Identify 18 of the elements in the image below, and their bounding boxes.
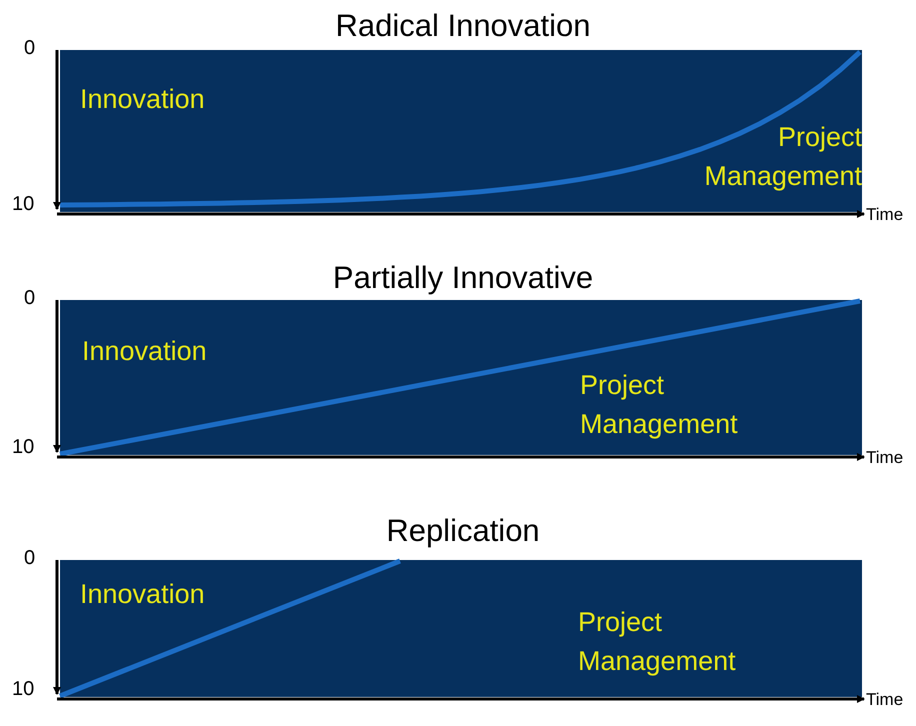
region-label: Innovation <box>80 578 205 611</box>
chart-title: Radical Innovation <box>335 10 591 41</box>
tick-label: 0 <box>24 38 36 58</box>
chart-title: Replication <box>386 515 540 546</box>
tick-label: 10 <box>12 437 34 457</box>
region-label: Innovation <box>82 335 207 368</box>
chart-title: Partially Innovative <box>332 262 594 293</box>
region-label: Project Management <box>703 121 862 193</box>
tick-label: 0 <box>24 548 36 568</box>
axis-label: Time <box>866 449 904 466</box>
tick-label: 0 <box>24 288 36 308</box>
axis-label: Time <box>866 206 904 223</box>
region-label: Innovation <box>80 83 205 116</box>
tick-label: 10 <box>12 679 34 699</box>
region-label: Project Management <box>578 606 737 678</box>
tick-label: 10 <box>12 194 34 214</box>
region-label: Project Management <box>580 369 739 441</box>
axis-label: Time <box>866 691 904 708</box>
